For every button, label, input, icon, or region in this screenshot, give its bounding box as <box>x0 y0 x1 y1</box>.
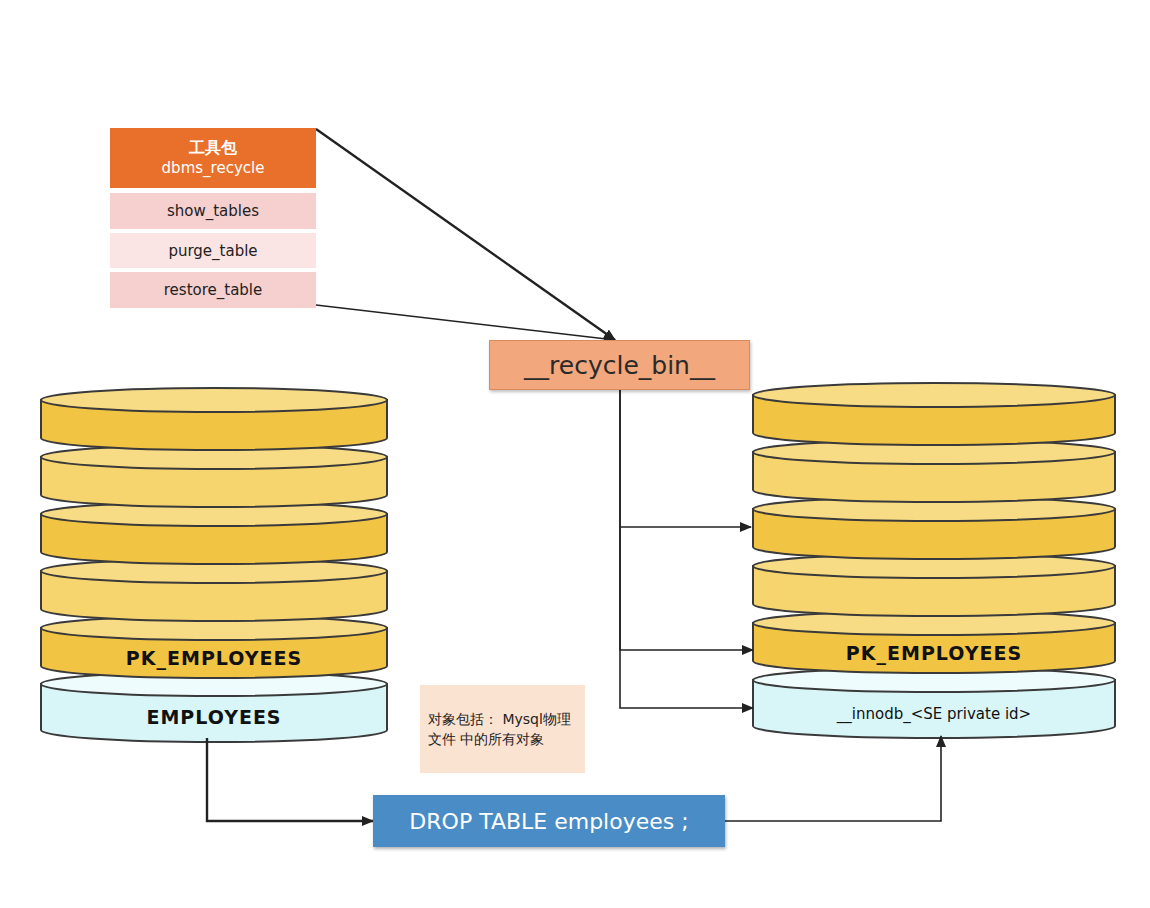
disk-top <box>753 383 1115 407</box>
function-row: show_tables <box>110 193 316 229</box>
connector <box>207 738 373 821</box>
node-label: DROP TABLE employees ; <box>409 809 688 834</box>
connector <box>620 390 753 650</box>
node-label: restore_table <box>164 281 263 299</box>
node-sublabel: dbms_recycle <box>162 158 265 178</box>
toolkit-header: 工具包dbms_recycle <box>110 128 316 188</box>
connector <box>316 305 615 340</box>
disk-label: PK_EMPLOYEES <box>41 642 387 674</box>
recycle-bin-box: __recycle_bin__ <box>489 340 750 390</box>
node-label: show_tables <box>167 202 259 220</box>
branch-line <box>620 526 751 528</box>
function-row: purge_table <box>110 233 316 268</box>
node-label: PK_EMPLOYEES <box>126 647 302 669</box>
node-label: EMPLOYEES <box>146 706 281 728</box>
connector <box>620 390 753 708</box>
node-label: __innodb_<SE private id> <box>837 705 1031 723</box>
node-label: 工具包 <box>189 138 237 158</box>
note-box: 对象包括： Mysql物理文件 中的所有对象 <box>420 685 585 773</box>
node-label: purge_table <box>168 242 257 260</box>
disk-label: __innodb_<SE private id> <box>753 692 1115 736</box>
node-label: __recycle_bin__ <box>524 351 715 380</box>
disk-label: PK_EMPLOYEES <box>753 637 1115 669</box>
connector <box>725 736 941 821</box>
disk-top <box>41 388 387 412</box>
function-row: restore_table <box>110 272 316 308</box>
connector <box>316 129 615 340</box>
sql-command-box: DROP TABLE employees ; <box>373 795 725 847</box>
node-label: 对象包括： Mysql物理文件 中的所有对象 <box>428 709 577 749</box>
node-label: PK_EMPLOYEES <box>846 642 1022 664</box>
disk-label: EMPLOYEES <box>41 696 387 738</box>
